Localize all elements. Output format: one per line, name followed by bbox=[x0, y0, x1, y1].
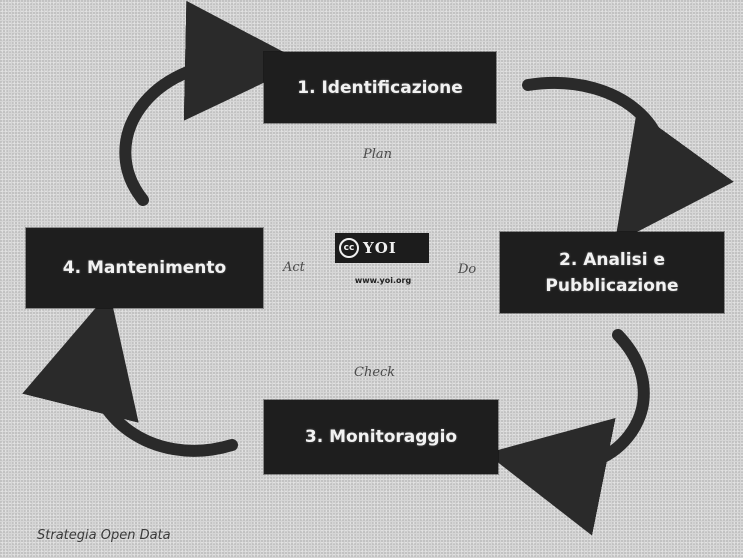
step-identificazione: 1. Identificazione bbox=[264, 52, 496, 123]
arrow-1-to-2-icon bbox=[522, 77, 734, 244]
step-mantenimento: 4. Mantenimento bbox=[26, 228, 263, 308]
yoi-logo: cc YOI bbox=[335, 233, 429, 263]
logo-url: www.yoi.org bbox=[354, 276, 412, 285]
step-1-label: 1. Identificazione bbox=[297, 77, 463, 98]
step-monitoraggio: 3. Monitoraggio bbox=[264, 400, 498, 474]
step-4-label: 4. Mantenimento bbox=[62, 258, 227, 278]
logo-name: YOI bbox=[363, 239, 397, 257]
arrow-3-to-4-icon bbox=[22, 291, 238, 457]
phase-act-label: Act bbox=[283, 260, 305, 275]
step-2-label: 2. Analisi e Pubblicazione bbox=[545, 249, 679, 296]
step-analisi-pubblicazione: 2. Analisi e Pubblicazione bbox=[500, 232, 724, 313]
phase-plan-label: Plan bbox=[363, 147, 393, 162]
arrow-4-to-1-icon bbox=[119, 0, 305, 206]
creative-commons-icon: cc bbox=[339, 238, 359, 258]
diagram-caption: Strategia Open Data bbox=[37, 528, 171, 543]
phase-do-label: Do bbox=[458, 262, 477, 277]
arrow-2-to-3-icon bbox=[486, 329, 650, 536]
step-3-label: 3. Monitoraggio bbox=[304, 427, 458, 447]
phase-check-label: Check bbox=[354, 365, 396, 380]
